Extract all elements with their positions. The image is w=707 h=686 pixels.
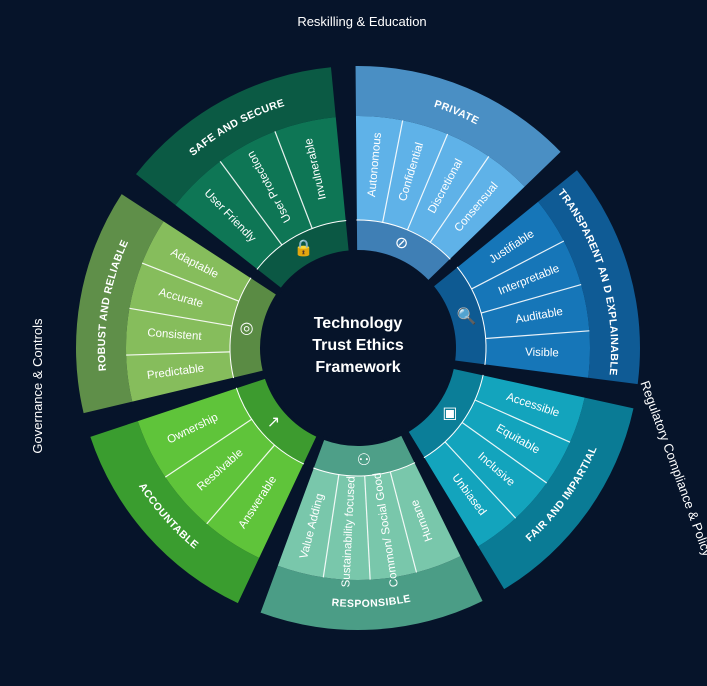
segment-fair-hub	[408, 368, 484, 458]
hub-edge	[235, 387, 305, 465]
hub-edge	[456, 266, 487, 365]
item-divider	[382, 120, 404, 223]
item-divider	[444, 441, 517, 519]
segment-safe-hub	[257, 220, 349, 288]
center-title-line-1: Technology	[314, 315, 403, 332]
segment-safe-outer-band	[135, 67, 336, 205]
item-divider	[141, 262, 240, 302]
item-divider	[480, 284, 582, 314]
hub-edge	[229, 277, 252, 379]
segment-responsible-outer-band	[260, 556, 483, 630]
segment-private-items-band	[355, 116, 525, 259]
outer-label-right: Regulatory Compliance & Policy	[637, 379, 707, 559]
item-label: Sustainability focused	[340, 476, 357, 588]
segment-private-outer-band	[355, 66, 561, 187]
segment-transparent-hub	[434, 267, 486, 365]
item-label: Autonomous	[366, 132, 384, 198]
item-divider	[164, 418, 253, 478]
segment-robust-outer-band	[75, 194, 164, 414]
item-divider	[474, 399, 571, 443]
segment-responsible-items-band	[277, 462, 461, 580]
segment-robust-items-band	[125, 221, 251, 402]
outer-label-left: Governance & Controls	[30, 318, 45, 454]
segment-robust: PredictableConsistentAccurateAdaptableRO…	[75, 194, 276, 414]
lock-icon: 🔒	[294, 239, 314, 257]
segment-private-hub	[356, 220, 450, 280]
segment-transparent-outer-band	[538, 170, 640, 385]
hub-edge	[423, 374, 484, 459]
network-people-icon: ⚇	[357, 452, 371, 469]
item-divider	[429, 156, 490, 243]
segment-accountable-items-band	[137, 388, 304, 558]
item-divider	[219, 161, 283, 246]
item-divider	[389, 471, 418, 573]
item-label: Visible	[525, 347, 559, 360]
segment-responsible-hub	[313, 435, 415, 476]
item-divider	[126, 351, 231, 356]
segment-robust-hub	[230, 278, 276, 378]
hub-edge	[313, 462, 416, 477]
segment-fair: AccessibleEquitableInclusiveUnbiasedFAIR…	[408, 368, 634, 590]
hub-edge	[356, 219, 451, 260]
target-icon: ◎	[240, 320, 254, 337]
outer-label-top: Reskilling & Education	[297, 14, 426, 29]
eye-slash-icon: ⊘	[395, 235, 408, 252]
segment-accountable: AnswerableResolvableOwnershipACCOUNTABLE…	[90, 378, 317, 604]
item-divider	[322, 474, 340, 578]
center-title-line-3: Framework	[315, 359, 400, 376]
item-divider	[485, 330, 590, 340]
item-divider	[364, 475, 371, 580]
segment-fair-outer-band	[478, 397, 634, 590]
item-divider	[129, 307, 232, 327]
segment-fair-items-band	[424, 375, 585, 547]
item-divider	[274, 131, 313, 229]
chart-up-icon: ↗	[267, 414, 280, 431]
layers-icon: ▣	[442, 405, 457, 422]
item-divider	[206, 444, 276, 525]
center-circle	[263, 253, 453, 443]
item-divider	[406, 133, 449, 231]
item-divider	[471, 240, 565, 290]
segment-accountable-hub	[236, 378, 317, 464]
segment-accountable-outer-band	[90, 421, 260, 604]
item-divider	[461, 421, 548, 484]
item-label: Consistent	[147, 327, 203, 343]
hub-edge	[256, 220, 347, 270]
document-search-icon: 🔍	[457, 305, 477, 325]
segment-transparent: JustifiableInterpretableAuditableVisible…	[434, 170, 640, 385]
segment-safe-items-band	[175, 117, 346, 270]
center-title-line-2: Trust Ethics	[312, 337, 404, 354]
